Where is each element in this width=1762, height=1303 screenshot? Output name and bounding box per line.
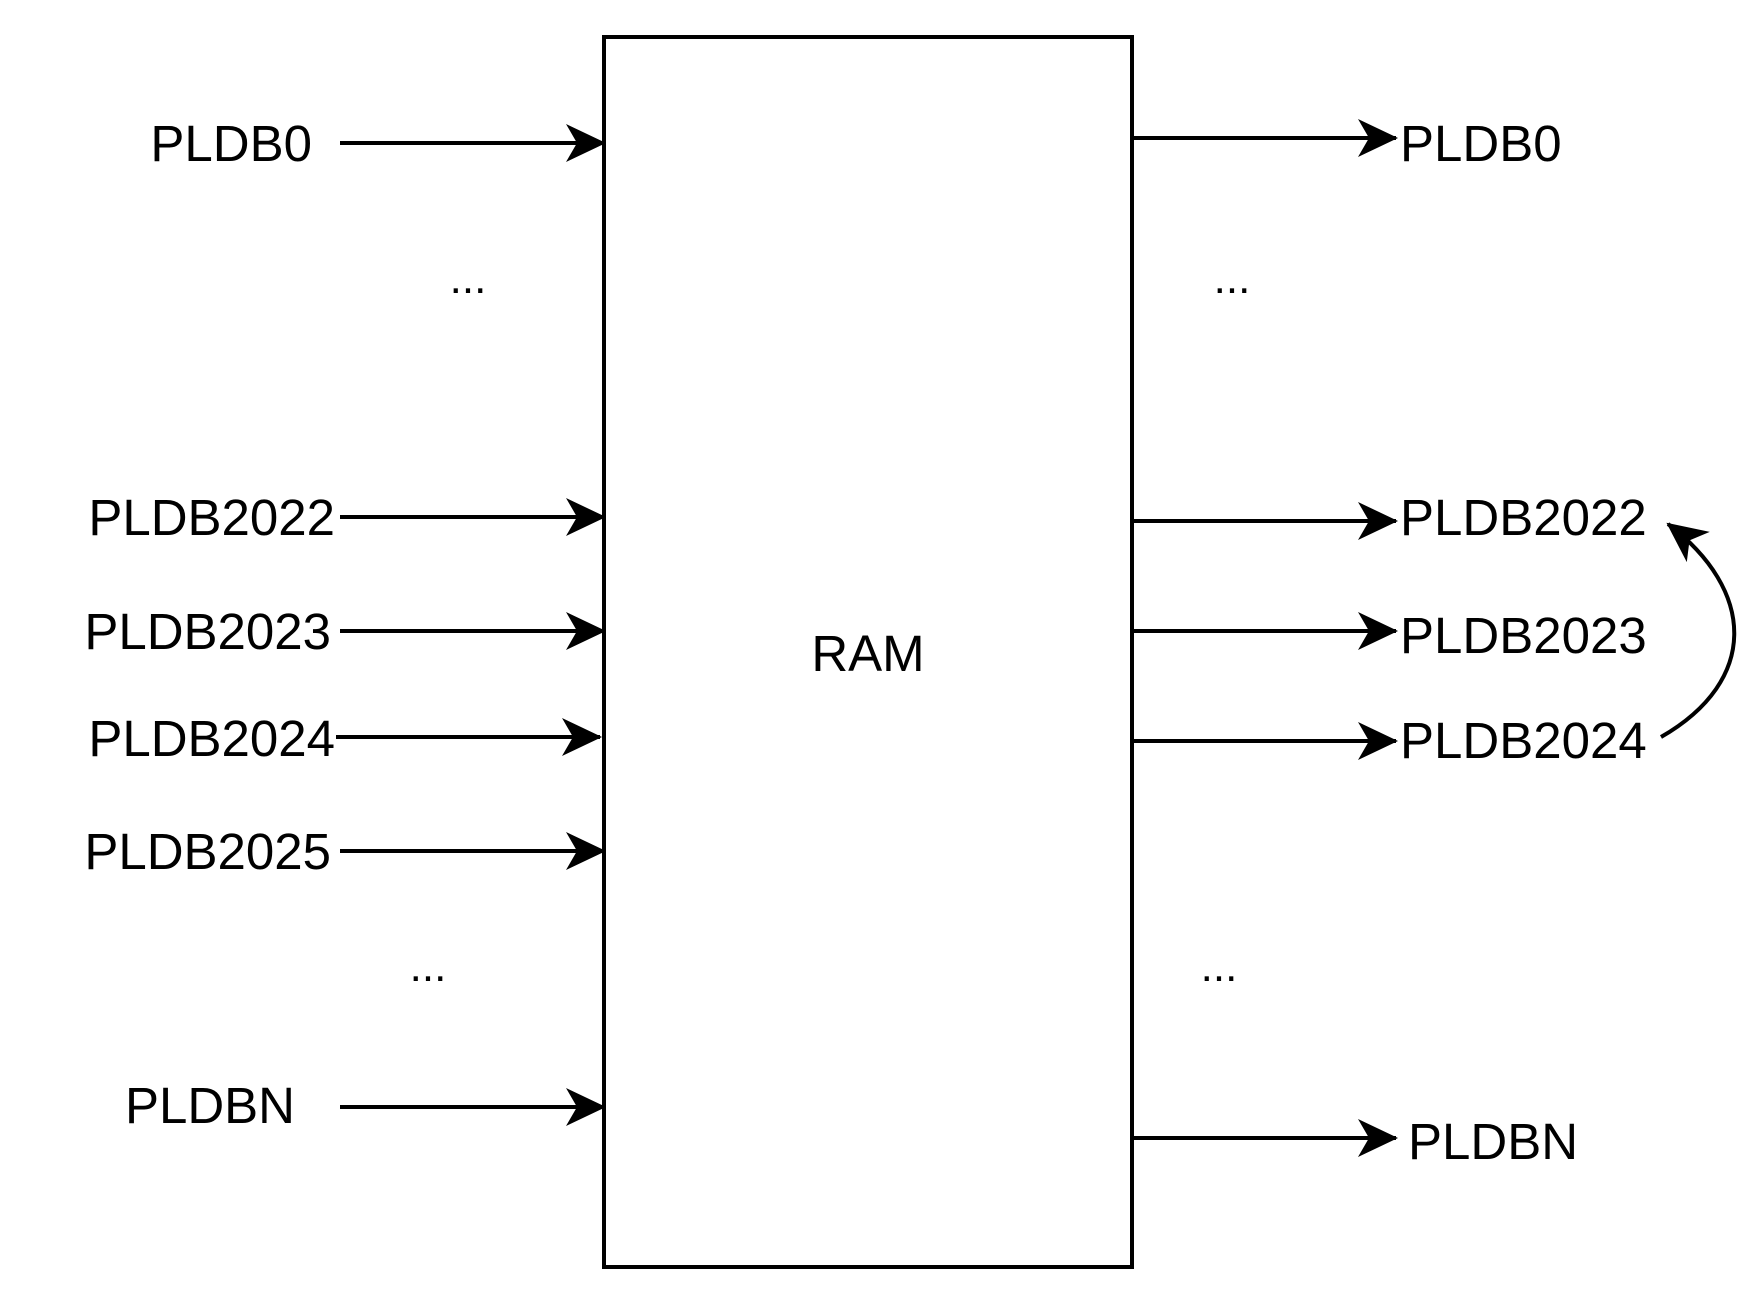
input-label-pldb2024: PLDB2024 xyxy=(88,710,335,767)
input-ellipsis-upper: ... xyxy=(450,254,487,303)
input-ellipsis-lower: ... xyxy=(410,942,447,991)
output-ellipsis-upper: ... xyxy=(1214,254,1251,303)
output-label-pldb2024: PLDB2024 xyxy=(1400,712,1647,769)
input-label-pldb0: PLDB0 xyxy=(150,115,312,172)
ram-label: RAM xyxy=(811,625,924,682)
input-label-pldb2023: PLDB2023 xyxy=(84,603,331,660)
feedback-arrow-pldb2024-to-pldb2022 xyxy=(1660,522,1737,739)
ram-block xyxy=(602,35,1134,1269)
output-label-pldbn: PLDBN xyxy=(1408,1113,1578,1170)
output-label-pldb0: PLDB0 xyxy=(1400,115,1562,172)
output-label-pldb2022: PLDB2022 xyxy=(1400,489,1647,546)
input-label-pldb2025: PLDB2025 xyxy=(84,823,331,880)
output-ellipsis-lower: ... xyxy=(1201,942,1238,991)
input-label-pldbn: PLDBN xyxy=(125,1077,295,1134)
output-label-pldb2023: PLDB2023 xyxy=(1400,607,1647,664)
input-label-pldb2022: PLDB2022 xyxy=(88,489,335,546)
